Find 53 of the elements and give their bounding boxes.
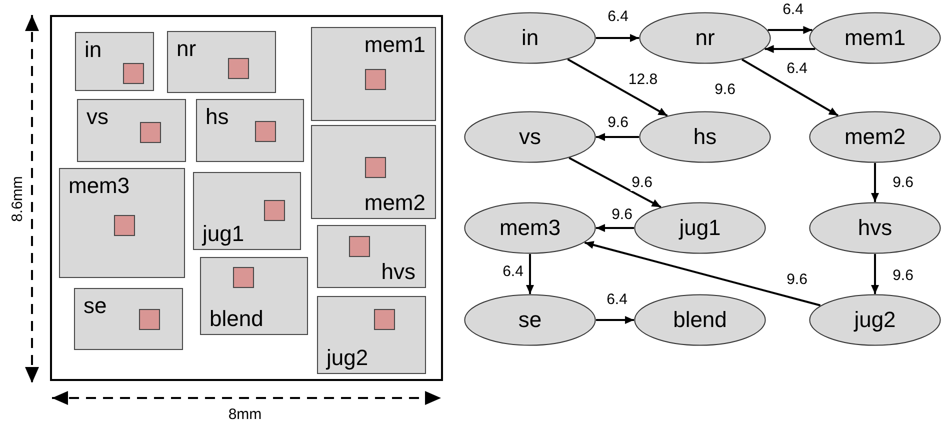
arrow [596,133,639,141]
arrow [764,45,816,53]
arrow [871,163,879,202]
node-label: vs [518,125,542,149]
node-label: mem3 [498,216,562,240]
dimension-label: 8.6mm [10,176,26,222]
node-label: mem2 [843,125,907,149]
arrow [871,254,879,294]
block-label: mem3 [68,174,130,196]
node-label: jug1 [678,216,722,240]
node-label: se [517,308,543,332]
block-label: mem2 [364,192,426,214]
block-label: in [84,38,102,60]
node-label: nr [694,26,716,50]
block-label: se [84,294,107,316]
arrow [768,26,812,34]
arrow [596,316,634,324]
dimension-label: 8mm [228,407,262,423]
module-block [74,32,154,90]
block-label: hs [206,106,229,128]
node-label: hs [692,125,718,149]
node-label: blend [672,308,728,332]
block-label: jug2 [326,346,368,368]
module-block [200,256,308,334]
node-label: in [520,26,540,50]
module-block [166,30,276,92]
node-label: mem1 [843,26,907,50]
module-block [316,224,426,288]
block-label: vs [86,106,108,128]
module-block [310,124,436,218]
arrow [596,34,639,42]
module-block [76,98,186,162]
block-label: nr [176,38,196,60]
arrow [742,58,838,116]
module-block [192,172,300,250]
arrow [568,157,662,208]
block-label: mem1 [364,34,426,56]
block-label: blend [210,308,264,330]
arrow [584,240,821,306]
module-block [74,288,182,350]
edge-label: 9.6 [630,175,654,191]
arrow [596,224,634,232]
arrow [567,58,668,117]
block-label: jug1 [202,222,244,244]
chip-outline [50,15,443,381]
module-block [310,26,436,120]
block-label: hvs [381,260,416,282]
node-label: jug2 [852,308,897,332]
arrow [526,254,534,294]
module-block [196,98,304,162]
module-block [58,168,184,278]
module-block [316,296,426,374]
node-label: hvs [856,216,894,240]
